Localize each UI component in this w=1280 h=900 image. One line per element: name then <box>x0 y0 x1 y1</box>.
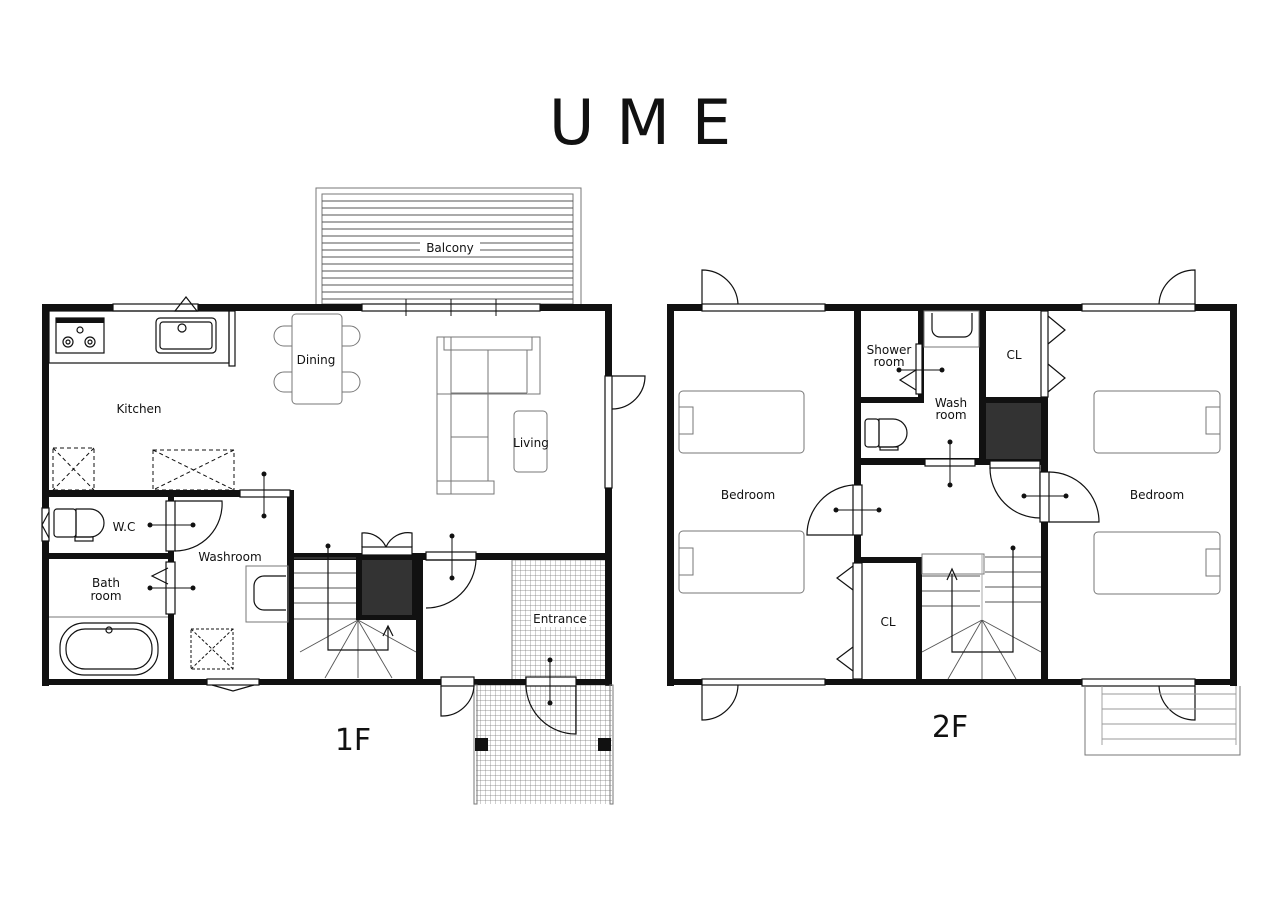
room-label-bedroom-left: Bedroom <box>721 488 775 502</box>
room-label-bath-line2: room <box>90 589 121 603</box>
room-label-closet-top: CL <box>1006 348 1021 362</box>
floor-label-1f: 1F <box>335 723 371 758</box>
bedroom-left: Bedroom <box>678 390 882 680</box>
washroom: Washroom <box>190 471 289 670</box>
room-label-entrance: Entrance <box>533 612 587 626</box>
room-label-shower-line1: Shower <box>867 343 912 357</box>
balcony: Balcony <box>315 187 582 306</box>
floor-label-2f: 2F <box>932 710 968 745</box>
room-label-wc: W.C <box>113 520 136 534</box>
room-label-washroom: Washroom <box>198 550 261 564</box>
kitchen-counter: Kitchen <box>48 310 236 491</box>
room-label-wash-line2: room <box>935 408 966 422</box>
room-label-bedroom-right: Bedroom <box>1130 488 1184 502</box>
shower-room: Shower room <box>867 343 945 395</box>
wc-room: W.C <box>41 500 223 552</box>
stairs-2f <box>921 545 1042 680</box>
floor-1f: Balcony <box>41 187 646 805</box>
room-label-balcony: Balcony <box>426 241 474 255</box>
bedroom-right: Bedroom <box>1093 390 1221 595</box>
plan-title: UME <box>548 86 754 159</box>
room-label-living: Living <box>513 436 549 450</box>
entrance: Entrance <box>425 533 614 805</box>
stairs-1f <box>294 532 418 679</box>
floor-2f: Bedroom Shower room Wash room <box>667 269 1241 756</box>
closet-top: CL <box>1006 310 1066 398</box>
wash-room: Wash room <box>864 310 980 488</box>
room-label-shower-line2: room <box>873 355 904 369</box>
balcony-2f <box>1081 678 1241 756</box>
dining-table: Dining <box>273 313 361 405</box>
bath-room: Bath room <box>49 561 196 676</box>
room-label-bath-line1: Bath <box>92 576 120 590</box>
room-label-kitchen: Kitchen <box>116 402 161 416</box>
sofa: Living <box>436 336 549 495</box>
room-label-closet-bottom: CL <box>880 615 895 629</box>
room-label-dining: Dining <box>297 353 336 367</box>
room-label-wash-line1: Wash <box>935 396 967 410</box>
